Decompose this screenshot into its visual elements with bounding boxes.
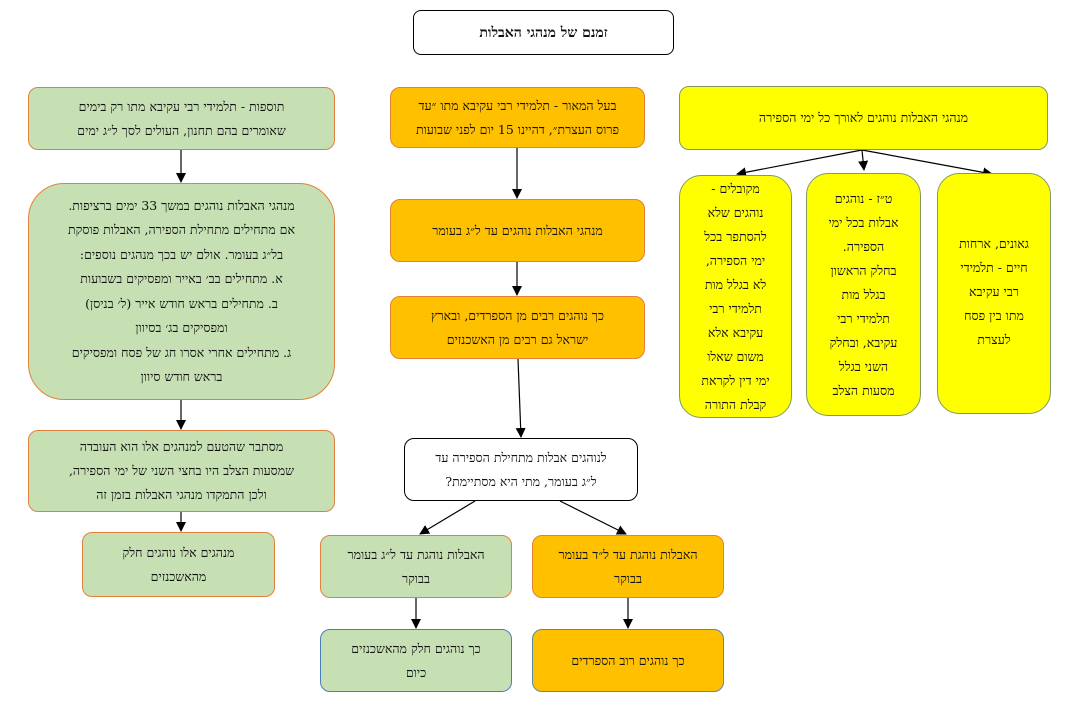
geonim-box: גאונים, ארחות חיים - תלמידי רבי עקיבא מת…: [937, 173, 1051, 414]
all-days-box: מנהגי האבלות נוהגים לאורך כל ימי הספירה: [679, 86, 1048, 150]
box-text: כיום: [405, 664, 427, 680]
arrow: [559, 500, 627, 535]
box-text: מסתבר שהטעם למנהגים אלו הוא העובדה: [79, 439, 284, 454]
box-text: מסעות הצלב: [832, 382, 895, 398]
box-text: א. מתחילים בב׳ באייר ומפסיקים בשבועות: [80, 271, 283, 286]
box-text: בבוקר: [613, 570, 643, 586]
customs-box: מנהגי האבלות נוהגים במשך 33 ימים ברציפות…: [28, 183, 335, 400]
box-text: ישראל גם רבים מן האשכנזים: [446, 331, 589, 347]
box-text: קבלת התורה: [704, 396, 767, 412]
title-text: זמנם של מנהגי האבלות: [479, 24, 608, 41]
box-text: ב. מתחילים בראש חודש אייר (ל׳ בניסן): [85, 295, 278, 311]
lad-practice-box: כך נוהגים רוב הספרדים: [532, 629, 724, 692]
box-text: מקובלים -: [711, 180, 760, 196]
lad-morning-box: האבלות נוהגת עד ל״ד בעומר בבוקר: [532, 535, 724, 598]
box-text: בגלל מות: [841, 286, 886, 302]
box-text: הספירה.: [842, 238, 885, 254]
box-text: ל״ג בעומר, מתי היא מסתיימת?: [445, 473, 597, 489]
box-text: פרוס העצרת״, דהיינו 15 יום לפני שבועות: [415, 121, 620, 137]
box-text: בחלק הראשון: [830, 262, 897, 278]
box-text: מנהגים אלו נוהגים חלק: [122, 544, 235, 560]
box-text: לנוהגים אבלות מתחילת הספירה עד: [435, 449, 607, 465]
box-text: ט״ז - נוהגים: [834, 190, 893, 206]
box-text: בל״ג בעומר. אולם יש בכך מנהגים נוספים:: [79, 246, 284, 262]
box-text: ימי דין לקראת: [701, 372, 770, 388]
explanation-box: מסתבר שהטעם למנהגים אלו הוא העובדה שמסעות…: [28, 430, 335, 512]
box-text: כך נוהגים רבים מן הספרדים, ובארץ: [430, 307, 605, 323]
box-text: מתו בין פסח: [964, 308, 1024, 323]
box-text: מהאשכנזים: [150, 568, 207, 584]
box-text: האבלות נוהגת עד ל״ד בעומר: [558, 546, 698, 562]
mekubalim-box: מקובלים - נוהגים שלא להסתפר בכל ימי הספי…: [679, 175, 792, 418]
box-text: רבי עקיבא: [969, 284, 1019, 299]
box-text: ומפסיקים בג׳ בסיוון: [135, 320, 228, 335]
box-text: עקיבא, ובחלק: [829, 334, 898, 350]
box-text: בעל המאור - תלמידי רבי עקיבא מתו ״עד: [418, 97, 617, 113]
box-text: לא בגלל מות: [704, 276, 767, 292]
box-text: השני בגלל: [838, 358, 889, 374]
box-text: אם מתחילים מתחילת הספירה, האבלות פוסקת: [68, 222, 295, 237]
box-text: תלמידי רבי: [837, 310, 890, 326]
arrow: [858, 149, 869, 171]
box-text: עקיבא אלא: [707, 324, 764, 340]
box-text: אבלות בכל ימי: [828, 214, 899, 230]
sefardim-box: כך נוהגים רבים מן הספרדים, ובארץ ישראל גם…: [390, 296, 645, 359]
arrow: [861, 149, 993, 178]
page-title: זמנם של מנהגי האבלות: [413, 10, 674, 55]
box-text: לעצרת: [977, 332, 1011, 347]
lag-practice-box: כך נוהגים חלק מהאשכנזים כיום: [320, 629, 512, 692]
box-text: שאומרים בהם תחנון, העולים לסך ל״ג ימים: [77, 122, 286, 138]
question-box: לנוהגים אבלות מתחילת הספירה עד ל״ג בעומר,…: [404, 438, 638, 501]
taz-box: ט״ז - נוהגים אבלות בכל ימי הספירה. בחלק …: [806, 173, 921, 416]
box-text: ולכן התמקדו מנהגי האבלות בזמן זה: [96, 487, 267, 502]
box-text: האבלות נוהגת עד ל״ג בעומר: [347, 546, 485, 562]
box-text: מנהגי האבלות נוהגים עד ל״ג בעומר: [432, 222, 603, 238]
until-lag-box: מנהגי האבלות נוהגים עד ל״ג בעומר: [390, 199, 645, 262]
box-text: בבוקר: [401, 570, 431, 586]
box-text: להסתפר בכל: [704, 228, 767, 244]
lag-morning-box: האבלות נוהגת עד ל״ג בעומר בבוקר: [320, 535, 512, 598]
box-text: ג. מתחילים אחרי אסרו חג של פסח ומפסיקים: [71, 344, 292, 360]
arrow: [736, 149, 863, 178]
box-text: תלמידי רבי: [709, 300, 762, 316]
box-text: שמסעות הצלב היו בחצי השני של ימי הספירה,: [68, 463, 295, 478]
tosafot-box: תוספות - תלמידי רבי עקיבא מתו רק בימים שא…: [28, 87, 335, 150]
box-text: חיים - תלמידי: [960, 260, 1028, 275]
box-text: כך נוהגים חלק מהאשכנזים: [351, 640, 481, 656]
box-text: מנהגי האבלות נוהגים במשך 33 ימים ברציפות…: [68, 197, 295, 213]
box-text: ימי הספירה,: [705, 252, 766, 268]
box-text: כך נוהגים רוב הספרדים: [571, 652, 685, 668]
box-text: בראש חודש סיוון: [140, 369, 223, 384]
arrow: [515, 358, 526, 438]
box-text: נוהגים שלא: [707, 204, 764, 220]
ashkenazim-box: מנהגים אלו נוהגים חלק מהאשכנזים: [82, 532, 275, 597]
box-text: גאונים, ארחות: [959, 236, 1029, 251]
arrow: [419, 500, 476, 535]
box-text: משום שאלו: [707, 348, 764, 364]
box-text: מנהגי האבלות נוהגים לאורך כל ימי הספירה: [758, 110, 969, 125]
baal-hamaor-box: בעל המאור - תלמידי רבי עקיבא מתו ״עד פרוס…: [390, 87, 645, 148]
box-text: תוספות - תלמידי רבי עקיבא מתו רק בימים: [78, 98, 285, 114]
